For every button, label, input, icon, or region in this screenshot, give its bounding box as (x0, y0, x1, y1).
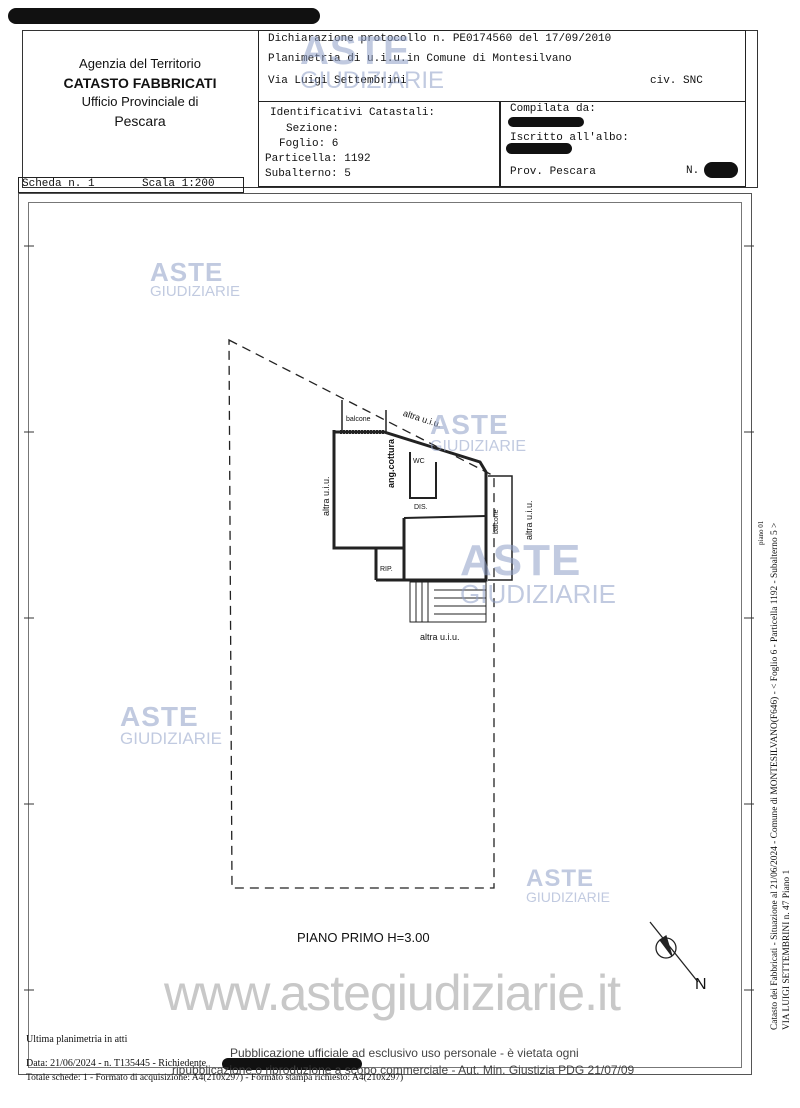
floor-label: PIANO PRIMO H=3.00 (297, 930, 430, 945)
footer-last-plan: Ultima planimetria in atti (26, 1034, 128, 1045)
identifiers-foglio: Foglio: 6 (279, 138, 339, 150)
declaration-address: Via Luigi Settembrini (268, 75, 407, 87)
identifiers-particella: Particella: 1192 (265, 153, 371, 165)
declaration-civ: civ. SNC (650, 75, 703, 87)
label-altra-left: altra u.i.u. (321, 476, 331, 516)
n-label: N. (686, 165, 700, 177)
watermark-5: ASTE GIUDIZIARIE (120, 701, 223, 748)
label-altra-right: altra u.i.u. (524, 500, 534, 540)
compilata-label: Compilata da: (510, 103, 596, 115)
side-text-small: piano 01 (757, 520, 765, 545)
frame-ticks (24, 245, 754, 991)
north-arrow-icon (649, 921, 699, 983)
iscritto-label: Iscritto all'albo: (510, 132, 629, 144)
ufficio-label: Ufficio Provinciale di (81, 94, 199, 109)
declaration-protocol: Dichiarazione protocollo n. PE0174560 de… (268, 33, 612, 45)
watermark-6: ASTE GIUDIZIARIE (526, 865, 611, 905)
identifiers-box (258, 101, 500, 187)
north-label: N (695, 976, 707, 993)
side-text-line2: VIA LUIGI SETTEMBRINI n. 47 Piano 1 (782, 869, 792, 1030)
watermark-giudiziarie: GIUDIZIARIE (150, 282, 241, 300)
stairs (409, 581, 487, 623)
notice-line1: Pubblicazione ufficiale ad esclusivo uso… (230, 1046, 579, 1060)
notice-line2: ripubblicazione o riproduzione a scopo c… (172, 1063, 635, 1077)
prov-label: Prov. Pescara (510, 166, 596, 178)
footer-totals: Totale schede: 1 - Formato di acquisizio… (26, 1073, 404, 1083)
lot-boundary (228, 338, 495, 889)
identifiers-heading: Identificativi Catastali: (270, 107, 436, 119)
redacted-header (8, 8, 320, 24)
label-altra-bottom: altra u.i.u. (420, 632, 460, 642)
label-balcone-top: balcone (346, 416, 371, 423)
side-text-line1: Catasto dei Fabbricati - Situazione al 2… (770, 522, 780, 1030)
scheda-scale: Scala 1:200 (142, 178, 215, 190)
declaration-planimetry: Planimetria di u.i.u.in Comune di Montes… (268, 53, 572, 65)
agency-block: Agenzia del Territorio CATASTO FABBRICAT… (30, 56, 250, 129)
drawing-inner-frame (28, 202, 742, 1068)
watermark-aste: ASTE (150, 257, 224, 287)
scheda-number: Scheda n. 1 (22, 178, 95, 190)
drawing-outer-frame (18, 193, 752, 1075)
label-rip: RIP. (380, 566, 393, 573)
watermark-3: ASTE GIUDIZIARIE (430, 409, 527, 455)
redacted-number (704, 162, 738, 178)
redacted-richiedente (222, 1058, 362, 1070)
label-balcone-right: balcone (493, 509, 500, 534)
label-dis: DIS. (414, 504, 428, 511)
watermark-2: ASTE GIUDIZIARIE (300, 29, 445, 94)
internal-walls (334, 452, 487, 549)
identifiers-sezione: Sezione: (286, 123, 339, 135)
watermark-1: ASTE GIUDIZIARIE (150, 257, 241, 300)
scheda-box (18, 177, 244, 193)
catasto-title: CATASTO FABBRICATI (63, 75, 217, 91)
province-name: Pescara (114, 113, 166, 129)
compiler-box (500, 101, 746, 187)
redacted-albo (506, 143, 572, 154)
identifiers-subalterno: Subalterno: 5 (265, 168, 351, 180)
watermark-4: ASTE GIUDIZIARIE (460, 536, 617, 609)
agency-name: Agenzia del Territorio (79, 56, 201, 71)
label-wc: WC (413, 458, 425, 465)
watermark-website: www.astegiudiziarie.it (164, 965, 621, 1021)
redacted-compiler (508, 117, 584, 127)
footer-date-line: Data: 21/06/2024 - n. T135445 - Richiede… (26, 1058, 207, 1069)
label-ang-cottura: ang.cottura (386, 438, 396, 488)
right-balcone (488, 475, 513, 581)
